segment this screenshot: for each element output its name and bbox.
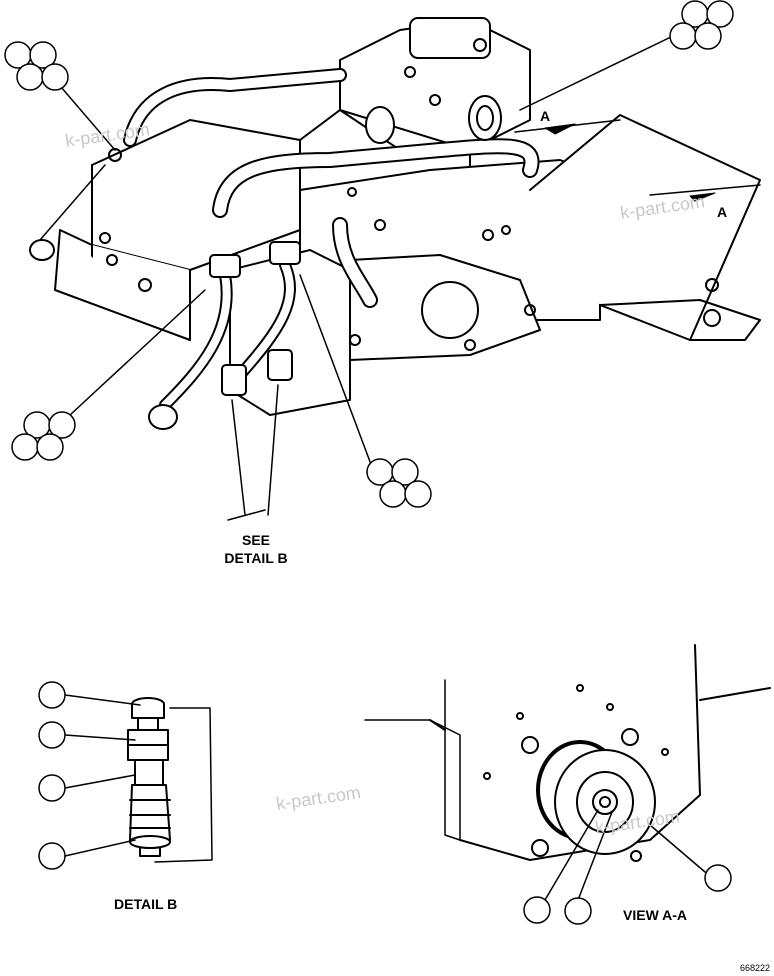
- view-a-label-right: A: [717, 204, 728, 220]
- callout-balloons-view-aa: [523, 864, 732, 925]
- view-aa-assembly: [364, 644, 771, 862]
- see-detail-line1: SEE: [241, 532, 270, 548]
- leader-lines-top: [39, 34, 676, 521]
- valve-assembly: [29, 17, 761, 430]
- callout-cluster-center: [366, 458, 432, 508]
- view-arrow-top: [514, 119, 621, 135]
- see-detail-line2: DETAIL B: [224, 550, 288, 566]
- callout-cluster-left: [11, 411, 76, 461]
- callout-cluster-top-left: [4, 41, 69, 91]
- callout-balloons-detail-b: [38, 681, 66, 870]
- see-detail-b-label: SEE DETAIL B: [220, 531, 292, 567]
- callout-cluster-top-right: [669, 0, 734, 50]
- detail-b-caption: DETAIL B: [114, 896, 178, 912]
- drawing-code: 668222: [740, 963, 771, 973]
- leader-lines-detail-b: [64, 694, 141, 857]
- view-arrow-right: [649, 184, 761, 202]
- view-a-label-top: A: [540, 108, 551, 124]
- detail-b-fitting: [127, 697, 213, 863]
- leader-lines-view-aa: [544, 809, 706, 901]
- view-aa-caption: VIEW A-A: [623, 907, 688, 923]
